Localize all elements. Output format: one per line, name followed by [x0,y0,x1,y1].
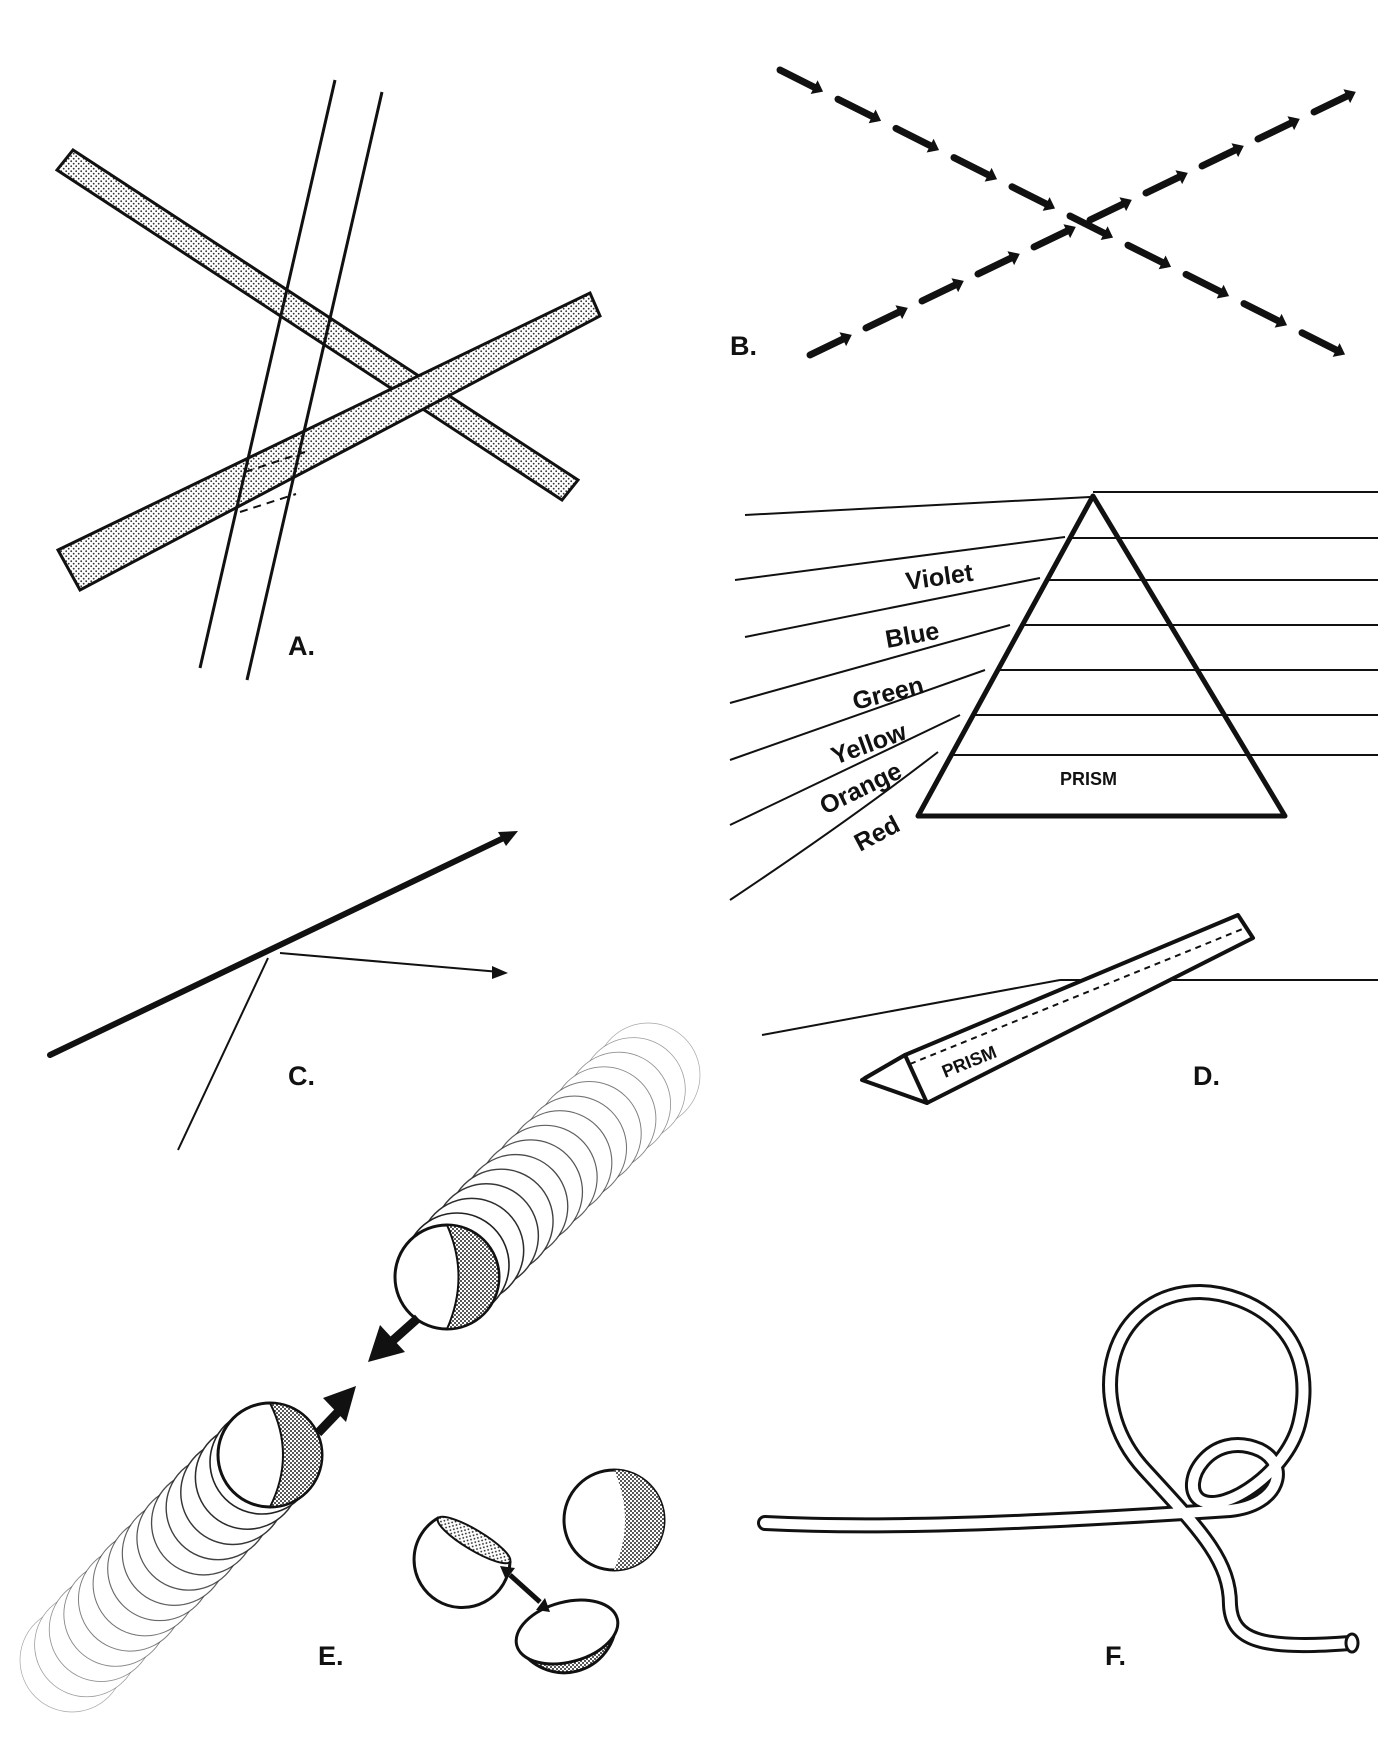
thin-line-2 [245,91,384,681]
arrow-segment [806,333,850,359]
arrowhead [1158,255,1172,270]
arrow-segment [1124,241,1170,268]
lower-sphere [216,1401,324,1509]
panel-d: Violet Blue Green Yellow Orange Red PRIS… [729,491,1378,1105]
arrowhead [984,167,998,182]
panel-e-label: E. [318,1641,344,1671]
prism-label: PRISM [1060,769,1117,789]
panel-e: E. [19,1022,701,1713]
color-label-red: Red [850,810,905,857]
arrow-segment [1310,90,1354,116]
arrowhead [1175,170,1188,185]
prism-3d-hidden-edge [909,927,1246,1065]
arrow-segment [1008,183,1054,210]
incoming-ray-yellow [729,669,986,761]
panel-c-label: C. [288,1061,315,1091]
arrowhead [895,305,908,320]
incoming-ray-blue [744,577,1041,638]
incoming-ray-violet [734,536,1066,581]
color-label-violet: Violet [904,559,976,596]
arrow-segment [950,154,996,181]
arrow-segment [892,124,938,151]
arrow-segment [1298,329,1344,356]
hidden-edge-dashed-1 [244,451,306,473]
arrow-segment [1182,270,1228,297]
incoming-ray-1 [744,496,1091,516]
panel-f-label: F. [1105,1641,1126,1671]
color-label-green: Green [850,671,927,716]
upper-sphere [393,1223,501,1331]
arrowhead [1007,251,1020,266]
arrow-segment [1198,144,1242,170]
panel-d-label: D. [1193,1061,1220,1091]
arrowhead [1287,116,1300,131]
arrow-segment [918,279,962,305]
prism-triangle [915,493,1288,819]
arrowhead [810,80,824,95]
color-label-yellow: Yellow [827,718,910,771]
arrowhead [1100,226,1114,241]
arrowhead [1216,284,1230,299]
arrowhead [1274,313,1288,328]
panel-b: B. [730,66,1356,361]
arrowhead [1119,197,1132,212]
color-label-orange: Orange [815,757,906,821]
arrowhead [1063,224,1076,239]
arrowhead [1332,343,1346,357]
arrow-segment [1066,212,1112,239]
color-label-blue: Blue [883,617,941,654]
refracted-ray [177,957,269,1151]
panel-a: A. [54,79,602,681]
prism-3d-top-edge [904,913,1239,1057]
incoming-ray-green [729,624,1011,704]
arrow-segment [1086,198,1130,224]
rope [757,1283,1358,1654]
stippled-band-2 [55,290,602,593]
arrow-segment [1254,117,1298,143]
arrowhead [1042,197,1056,211]
hidden-edge-dashed-2 [239,493,297,513]
arrow-segment [1142,171,1186,197]
arrowhead [1343,89,1356,104]
arrowhead [926,138,940,153]
panel-f: F. [757,1283,1360,1671]
lower-sphere-trail [19,1409,315,1713]
incident-ray [47,832,513,1058]
arrow-path-up [806,89,1356,359]
reflected-arrowhead [492,966,508,979]
incident-arrowhead [498,831,518,846]
arrowhead [839,332,852,347]
separation-arrow [500,1566,550,1612]
rope-end [1344,1632,1360,1654]
ray-through-prism-in [761,979,1061,1036]
arrowhead [1231,143,1244,158]
reflected-ray [279,952,501,973]
half-sphere-bottom [514,1598,620,1675]
panel-a-label: A. [288,631,315,661]
arrow-segment [1240,300,1286,327]
arrow-segment [834,95,880,122]
lower-arrow [314,1386,356,1437]
arrow-segment [862,306,906,332]
panel-b-label: B. [730,331,757,361]
arrow-segment [1030,225,1074,251]
prism-3d-end-face [860,1053,929,1105]
upper-arrow [368,1314,421,1362]
rope-inner [760,1286,1355,1651]
arrow-segment [974,252,1018,278]
incoming-ray-orange [729,714,961,826]
arrow-segment [776,66,822,93]
arrow-path-down [776,66,1346,357]
thin-line-1 [198,79,337,669]
half-sphere-left [412,1515,512,1610]
panel-c: C. [47,831,518,1151]
arrowhead [951,278,964,293]
whole-sphere-right [562,1468,666,1572]
arrowhead [868,109,882,124]
incoming-ray-red [729,751,939,901]
